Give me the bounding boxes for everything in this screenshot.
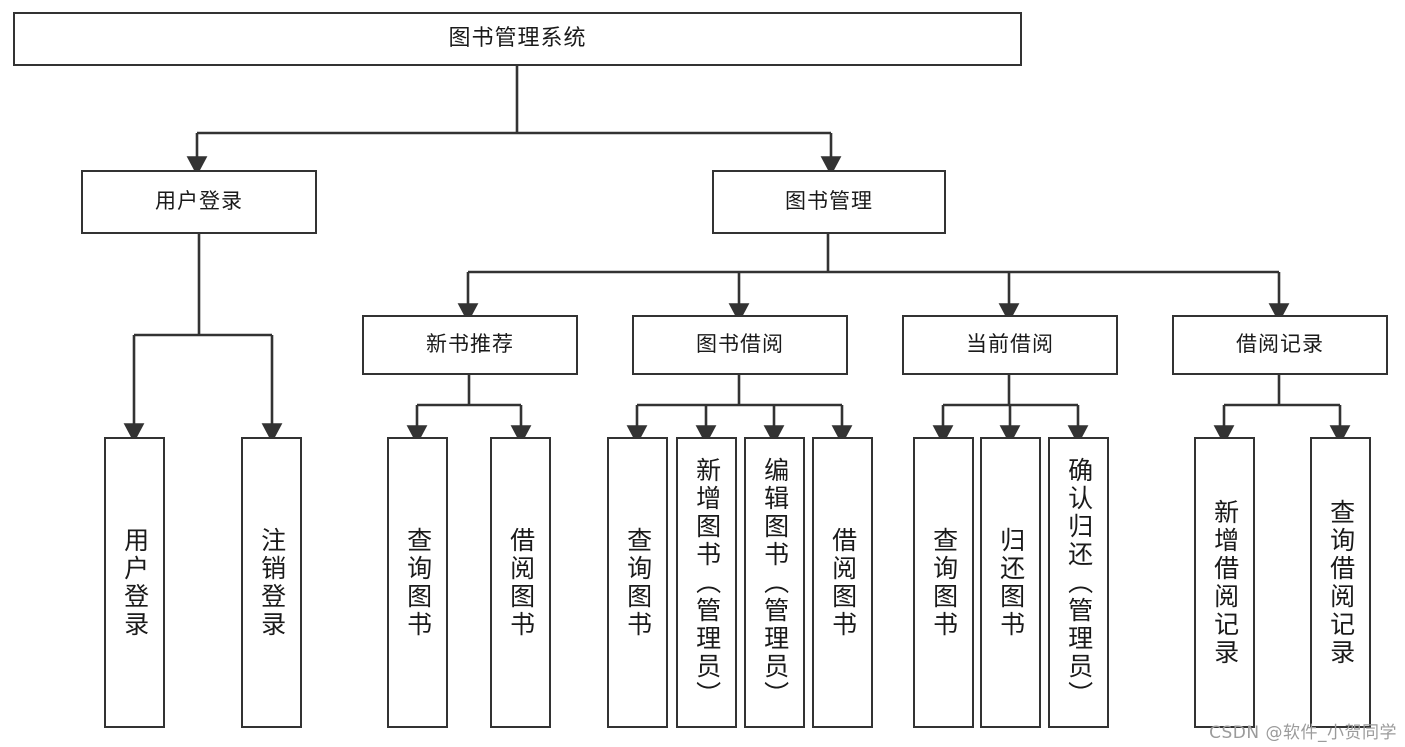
node-label: 新书推荐	[426, 332, 514, 357]
node-label: 图书借阅	[696, 332, 784, 357]
leaf-add-book-admin[interactable]: 新增图书（管理员）	[676, 437, 737, 728]
node-label: 借阅图书	[828, 526, 858, 639]
node-label: 当前借阅	[966, 332, 1054, 357]
leaf-confirm-return-admin[interactable]: 确认归还（管理员）	[1048, 437, 1109, 728]
node-current-borrow[interactable]: 当前借阅	[902, 315, 1118, 375]
leaf-query-borrow-record[interactable]: 查询借阅记录	[1310, 437, 1371, 728]
leaf-add-borrow-record[interactable]: 新增借阅记录	[1194, 437, 1255, 728]
node-root-book-management-system[interactable]: 图书管理系统	[13, 12, 1022, 66]
leaf-query-book-borrow[interactable]: 查询图书	[607, 437, 668, 728]
node-label: 用户登录	[155, 189, 243, 214]
node-label: 图书管理系统	[448, 25, 587, 51]
leaf-user-login[interactable]: 用户登录	[104, 437, 165, 728]
csdn-watermark: CSDN @软件_小贺同学	[1209, 723, 1397, 743]
leaf-query-book-recommend[interactable]: 查询图书	[387, 437, 448, 728]
node-label: 用户登录	[120, 526, 150, 639]
node-label: 查询图书	[623, 526, 653, 639]
node-label: 查询图书	[929, 526, 959, 639]
node-user-login[interactable]: 用户登录	[81, 170, 317, 234]
node-label: 借阅记录	[1236, 332, 1324, 357]
node-label: 注销登录	[257, 526, 287, 639]
node-book-management[interactable]: 图书管理	[712, 170, 946, 234]
leaf-return-book[interactable]: 归还图书	[980, 437, 1041, 728]
node-label: 确认归还（管理员）	[1064, 456, 1094, 709]
node-borrow-record[interactable]: 借阅记录	[1172, 315, 1388, 375]
node-label: 编辑图书（管理员）	[760, 456, 790, 709]
node-label: 查询借阅记录	[1326, 498, 1356, 667]
node-label: 借阅图书	[506, 526, 536, 639]
node-label: 查询图书	[403, 526, 433, 639]
node-label: 新增借阅记录	[1210, 498, 1240, 667]
leaf-query-book-current[interactable]: 查询图书	[913, 437, 974, 728]
leaf-borrow-book-recommend[interactable]: 借阅图书	[490, 437, 551, 728]
node-label: 归还图书	[996, 526, 1026, 639]
node-new-book-recommend[interactable]: 新书推荐	[362, 315, 578, 375]
leaf-borrow-book[interactable]: 借阅图书	[812, 437, 873, 728]
node-label: 新增图书（管理员）	[692, 456, 722, 709]
leaf-logout[interactable]: 注销登录	[241, 437, 302, 728]
node-book-borrow[interactable]: 图书借阅	[632, 315, 848, 375]
leaf-edit-book-admin[interactable]: 编辑图书（管理员）	[744, 437, 805, 728]
node-label: 图书管理	[785, 189, 873, 214]
